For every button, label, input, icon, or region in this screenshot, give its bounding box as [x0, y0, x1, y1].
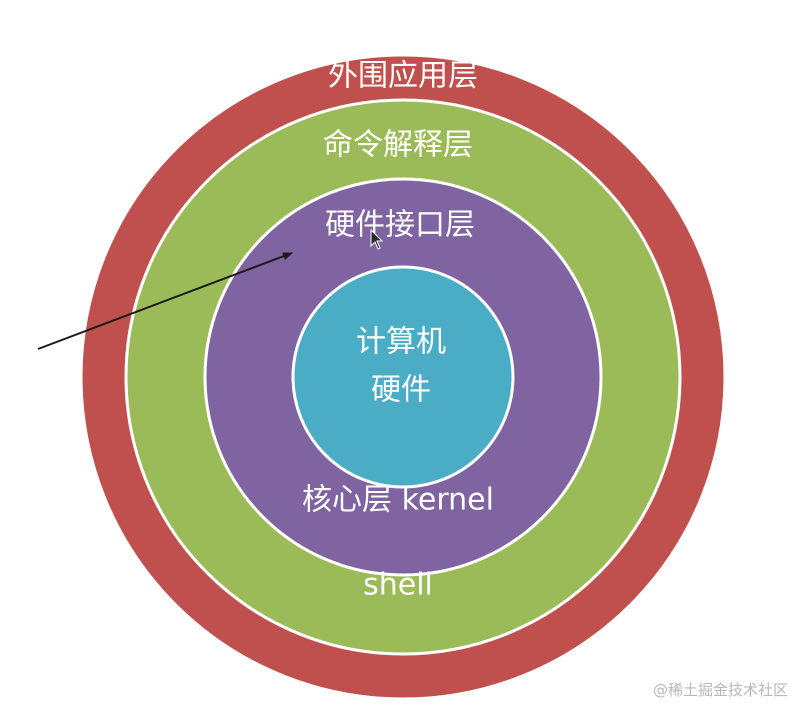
hardware-interface-layer-label: 硬件接口层 — [325, 208, 475, 243]
hardware-core-circle — [291, 265, 515, 489]
mouse-cursor-icon — [370, 228, 384, 250]
kernel-layer-label: 核心层 kernel — [302, 483, 494, 518]
hardware-label-line2: 硬件 — [371, 373, 431, 408]
pointer-arrow — [37, 252, 293, 350]
shell-layer-label: 命令解释层 — [323, 128, 473, 163]
outer-application-layer-label: 外围应用层 — [328, 59, 478, 94]
hardware-label-line1: 计算机 — [356, 325, 446, 360]
shell-bottom-label: shell — [363, 568, 433, 603]
watermark-text: @稀土掘金技术社区 — [652, 681, 788, 699]
